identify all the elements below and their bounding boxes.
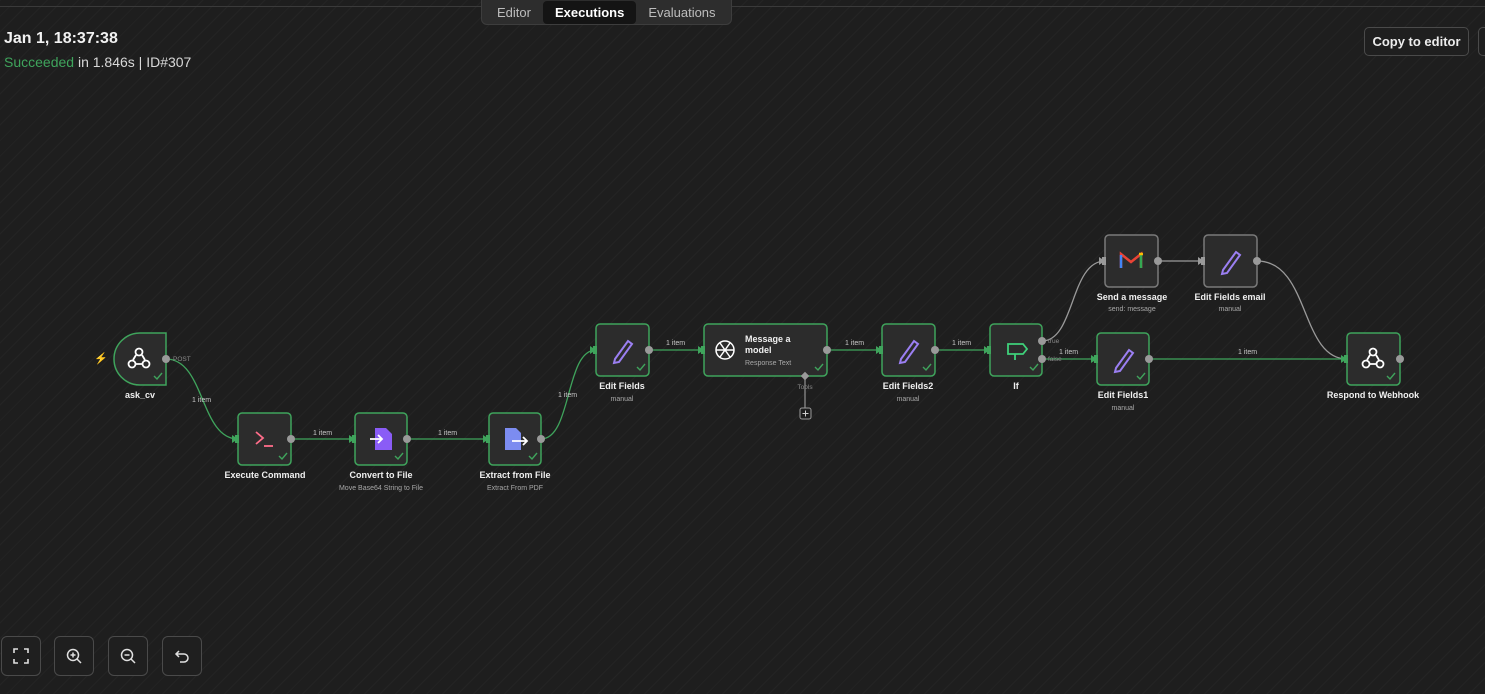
zoom-out-button[interactable]	[108, 636, 148, 676]
connection-label: 1 item	[192, 397, 211, 404]
connection-label: 1 item	[438, 430, 457, 437]
node-respond-to-webhook[interactable]: Respond to Webhook	[1327, 332, 1420, 400]
port-label: POST	[173, 356, 191, 363]
edge-emailfields-respond	[1256, 260, 1348, 360]
add-tool-button[interactable]	[799, 407, 812, 420]
gmail-icon	[1119, 251, 1143, 268]
extract-file-icon	[505, 428, 529, 450]
node-title: If	[1013, 381, 1020, 391]
execution-id: ID#307	[146, 54, 192, 70]
convert-file-icon	[370, 428, 392, 450]
pencil-icon	[1113, 348, 1135, 374]
node-send-a-message[interactable]: Send a message send: message	[1097, 234, 1168, 313]
zoom-out-icon	[120, 648, 136, 664]
top-divider	[0, 6, 1485, 7]
pencil-icon	[612, 339, 634, 365]
node-subtitle: Move Base64 String to File	[339, 485, 423, 492]
node-edit-fields-email[interactable]: Edit Fields email manual	[1194, 234, 1266, 313]
connection-label: 1 item	[1238, 349, 1257, 356]
connection-label: 1 item	[952, 340, 971, 347]
tools-label: Tools	[797, 384, 813, 391]
pencil-icon	[898, 339, 920, 365]
pencil-icon	[1220, 250, 1242, 276]
node-title: Respond to Webhook	[1327, 390, 1420, 400]
fit-view-button[interactable]	[1, 636, 41, 676]
node-convert-to-file[interactable]: Convert to File Move Base64 String to Fi…	[339, 412, 423, 492]
node-subtitle: manual	[897, 396, 920, 403]
webhook-icon	[1361, 347, 1385, 369]
node-subtitle: Response Text	[745, 360, 791, 367]
node-subtitle: manual	[1219, 306, 1242, 313]
node-edit-fields2[interactable]: Edit Fields2 manual	[879, 323, 939, 403]
edge-askcv-exec	[165, 358, 239, 440]
tab-executions[interactable]: Executions	[542, 1, 637, 24]
view-tabs: Editor Executions Evaluations	[481, 0, 732, 25]
status-succeeded: Succeeded	[4, 54, 75, 70]
connection-label: 1 item	[1059, 349, 1078, 356]
tab-evaluations[interactable]: Evaluations	[648, 5, 716, 20]
node-subtitle: Extract From PDF	[487, 485, 543, 492]
node-title: Execute Command	[224, 470, 305, 480]
node-subtitle: send: message	[1108, 306, 1156, 313]
more-button[interactable]	[1478, 27, 1485, 56]
node-title: Send a message	[1097, 292, 1168, 302]
tab-editor[interactable]: Editor	[497, 5, 531, 20]
node-subtitle: manual	[611, 396, 634, 403]
edge-if-true-gmail	[1041, 260, 1106, 342]
execution-date: Jan 1, 18:37:38	[4, 30, 118, 47]
node-title: Message a	[745, 334, 792, 344]
terminal-icon	[255, 431, 273, 447]
zoom-in-icon	[66, 648, 82, 664]
zoom-in-button[interactable]	[54, 636, 94, 676]
node-subtitle: manual	[1112, 405, 1135, 412]
connection-label: 1 item	[313, 430, 332, 437]
node-title: Edit Fields email	[1194, 292, 1265, 302]
false-label: false	[1048, 356, 1062, 363]
openai-icon	[715, 340, 735, 360]
node-extract-from-file[interactable]: Extract from File Extract From PDF	[479, 412, 551, 492]
node-edit-fields[interactable]: Edit Fields manual	[593, 323, 653, 403]
node-title: Edit Fields	[599, 381, 645, 391]
zap-icon: ⚡	[94, 352, 108, 365]
node-execute-command[interactable]: Execute Command	[224, 412, 306, 480]
webhook-icon	[127, 347, 151, 369]
execution-duration: in 1.846s	[74, 54, 135, 70]
node-if[interactable]: true false If	[987, 323, 1062, 391]
execution-status: Succeeded in 1.846s | ID#307	[4, 54, 191, 70]
separator: |	[134, 54, 147, 70]
node-edit-fields1[interactable]: Edit Fields1 manual	[1094, 332, 1153, 412]
connection-label: 1 item	[666, 340, 685, 347]
reset-zoom-button[interactable]	[162, 636, 202, 676]
edge-extract-editfields	[540, 349, 597, 440]
node-title: model	[745, 345, 772, 355]
connection-label: 1 item	[558, 392, 577, 399]
copy-to-editor-button[interactable]: Copy to editor	[1364, 27, 1469, 56]
node-title: Edit Fields2	[883, 381, 934, 391]
true-label: true	[1048, 338, 1060, 345]
reset-icon	[174, 650, 189, 663]
node-title: ask_cv	[125, 390, 155, 400]
fit-view-icon	[13, 648, 29, 664]
if-icon	[1007, 343, 1029, 360]
node-message-a-model[interactable]: Message a model Response Text Tools	[701, 323, 831, 420]
node-title: Edit Fields1	[1098, 390, 1149, 400]
connection-label: 1 item	[845, 340, 864, 347]
node-title: Extract from File	[479, 470, 550, 480]
node-title: Convert to File	[349, 470, 412, 480]
node-ask-cv[interactable]: ⚡ POST ask_cv	[94, 332, 191, 400]
